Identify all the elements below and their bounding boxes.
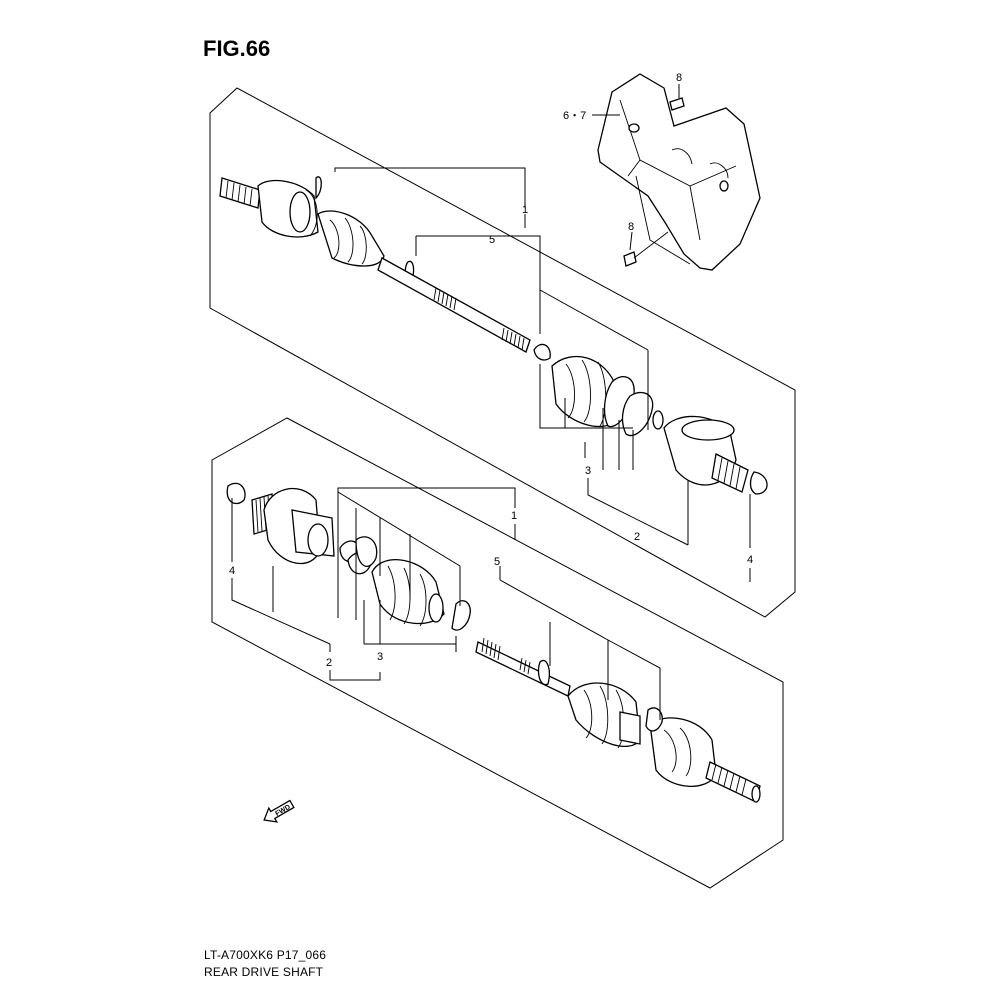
callout-lower-boot-inner: 5 (494, 556, 500, 568)
callout-bolt-bottom: 8 (628, 221, 634, 233)
guard-leaders (592, 84, 680, 251)
guard-bracket (597, 73, 761, 271)
callout-upper-joint: 2 (634, 531, 640, 543)
callout-upper-circlip: 4 (747, 554, 753, 566)
lower-panel-frame (211, 417, 784, 889)
direction-label: FWD (274, 804, 291, 818)
callout-upper-boot-outer: 3 (585, 465, 591, 477)
callout-bolt-top: 8 (676, 72, 682, 84)
model-code: LT-A700XK6 P17_066 (204, 948, 327, 962)
upper-panel-frame (209, 87, 796, 618)
diagram-name: REAR DRIVE SHAFT (204, 965, 324, 979)
callout-lower-assembly: 1 (511, 510, 517, 522)
direction-arrow-icon: FWD (263, 799, 295, 823)
callout-lower-boot-outer: 3 (377, 651, 383, 663)
callout-upper-boot-inner: 5 (489, 234, 495, 246)
upper-leaders (334, 167, 751, 582)
callout-lower-joint: 2 (326, 657, 332, 669)
callout-upper-assembly: 1 (522, 204, 528, 216)
callout-guard: 6・7 (563, 110, 586, 122)
callout-lower-circlip: 4 (229, 565, 235, 577)
lower-drive-shaft (226, 482, 761, 803)
upper-drive-shaft (219, 176, 768, 495)
figure-title: FIG.66 (203, 36, 271, 61)
lower-leaders (231, 487, 661, 720)
